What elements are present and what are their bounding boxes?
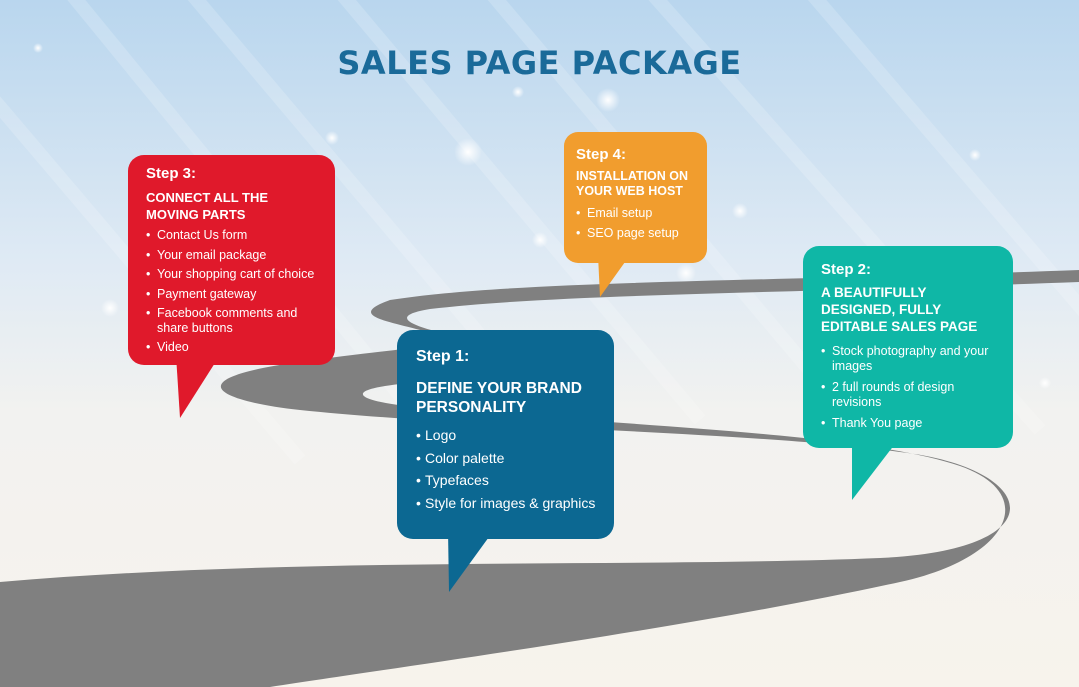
step1-bubble: Step 1: DEFINE YOUR BRAND PERSONALITY Lo… [397,330,614,539]
step2-heading: A BEAUTIFULLY DESIGNED, FULLY EDITABLE S… [821,285,978,334]
list-item: Contact Us form [146,228,321,243]
step1-label: Step 1: [416,348,470,365]
list-item: Typefaces [416,471,604,489]
step2-label: Step 2: [821,261,872,278]
step1-bubble-tail [448,530,494,592]
step1-list: Logo Color palette Typefaces Style for i… [416,426,604,512]
list-item: Facebook comments and share buttons [146,306,321,335]
step2-list: Stock photography and your images 2 full… [821,344,1003,431]
step3-bubble-tail [176,355,220,418]
list-item: Stock photography and your images [821,344,1003,374]
step3-label: Step 3: [146,165,197,182]
step1-heading: DEFINE YOUR BRAND PERSONALITY [416,380,582,416]
page-title: SALES PAGE PACKAGE [337,44,742,82]
sparkles [33,43,1051,389]
list-item: Style for images & graphics [416,494,604,512]
step4-label: Step 4: [576,146,627,163]
step3-bubble: Step 3: CONNECT ALL THE MOVING PARTS Con… [128,155,335,365]
list-item: SEO page setup [576,226,697,241]
step4-list: Email setup SEO page setup [576,206,697,241]
step4-bubble: Step 4: INSTALLATION ON YOUR WEB HOST Em… [564,132,707,263]
list-item: 2 full rounds of design revisions [821,380,1003,410]
list-item: Your email package [146,248,321,263]
list-item: Payment gateway [146,287,321,302]
list-item: Logo [416,426,604,444]
list-item: Email setup [576,206,697,221]
step2-bubble-tail [852,440,898,500]
step3-heading: CONNECT ALL THE MOVING PARTS [146,190,269,222]
step4-heading: INSTALLATION ON YOUR WEB HOST [576,169,689,198]
list-item: Your shopping cart of choice [146,267,321,282]
list-item: Video [146,340,321,355]
list-item: Color palette [416,449,604,467]
winding-road [0,270,1079,687]
step3-list: Contact Us form Your email package Your … [146,228,321,355]
step2-bubble: Step 2: A BEAUTIFULLY DESIGNED, FULLY ED… [803,246,1013,448]
step4-bubble-tail [598,255,630,297]
list-item: Thank You page [821,416,1003,431]
